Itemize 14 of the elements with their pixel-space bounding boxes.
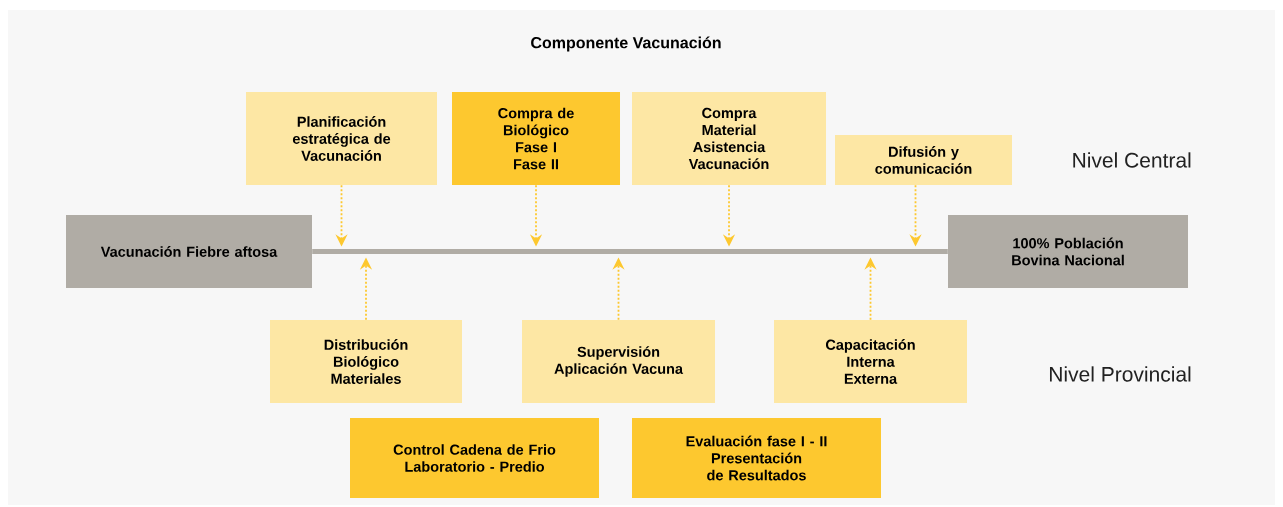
process-box: Evaluación fase I - II Presentación de Resultados: [632, 418, 881, 498]
process-box: Supervisión Aplicación Vacuna: [522, 320, 715, 403]
process-box: Compra Material Asistencia Vacunación: [632, 92, 826, 185]
process-box: 100% Población Bovina Nacional: [948, 215, 1188, 288]
process-box: Distribución Biológico Materiales: [270, 320, 462, 403]
process-box: Control Cadena de Frio Laboratorio - Predio: [350, 418, 599, 498]
process-box: Difusión y comunicación: [835, 135, 1012, 185]
level-label: Nivel Provincial: [1050, 366, 1191, 382]
process-box: Compra de Biológico Fase I Fase II: [452, 92, 620, 185]
process-box: Planificación estratégica de Vacunación: [246, 92, 437, 185]
level-label: Nivel Central: [1073, 152, 1191, 168]
title: Componente Vacunación: [531, 36, 721, 52]
process-box: Vacunación Fiebre aftosa: [66, 215, 312, 288]
process-box: Capacitación Interna Externa: [774, 320, 967, 403]
